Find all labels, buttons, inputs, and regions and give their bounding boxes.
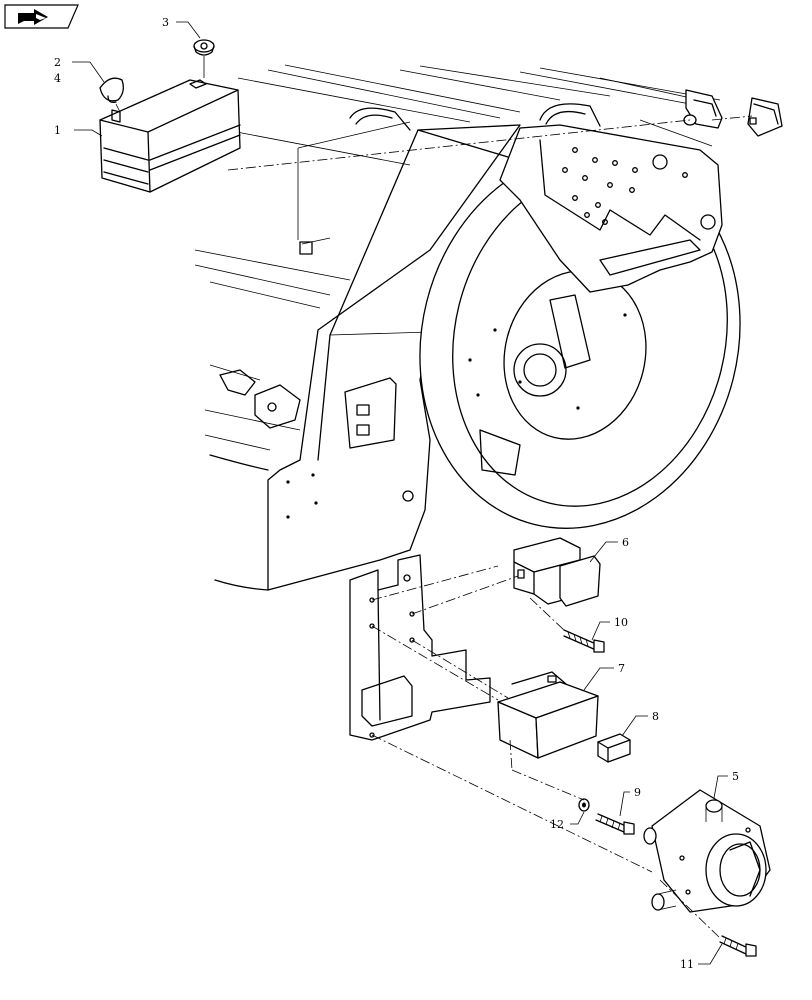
callout-4: 4 (54, 72, 61, 85)
callout-11: 11 (680, 958, 694, 971)
bolt-10[interactable] (563, 629, 605, 653)
page-navigation-icon[interactable] (4, 4, 79, 29)
control-unit[interactable] (497, 671, 599, 759)
light-socket[interactable] (683, 89, 723, 129)
assembly-lines (227, 115, 753, 939)
callout-9: 9 (634, 786, 641, 799)
callout-leaders (72, 21, 728, 965)
callout-6: 6 (622, 536, 629, 549)
bolt-9[interactable] (595, 813, 635, 835)
relay-module[interactable] (513, 537, 601, 607)
callout-12: 12 (550, 818, 564, 831)
light-cover[interactable] (747, 97, 783, 137)
washer-12[interactable] (578, 798, 590, 812)
fuse[interactable] (597, 733, 631, 763)
bolt-11[interactable] (719, 935, 757, 957)
drum-mounting-bracket (499, 124, 723, 293)
mounting-plate[interactable] (349, 554, 491, 741)
callout-3: 3 (162, 16, 169, 29)
power-socket[interactable] (643, 789, 771, 913)
callout-7: 7 (618, 662, 625, 675)
callout-2: 2 (54, 56, 61, 69)
callout-5: 5 (732, 770, 739, 783)
battery[interactable] (99, 79, 241, 193)
terminal-nut[interactable] (193, 39, 215, 78)
callout-1: 1 (54, 124, 61, 137)
callout-8: 8 (652, 710, 659, 723)
callout-10: 10 (614, 616, 628, 629)
terminal-cap[interactable] (99, 77, 124, 113)
